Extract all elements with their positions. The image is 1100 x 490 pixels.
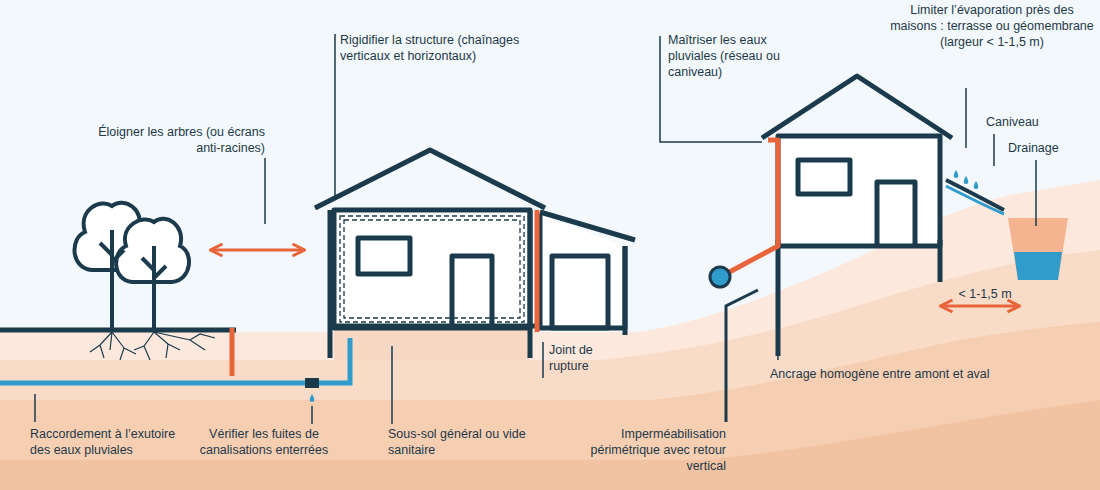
callout-label: Imperméabilisation périmétrique avec ret… [570,426,726,474]
callout-label: Ancrage homogène entre amont et aval [770,366,1060,382]
structural-ties [340,216,524,322]
gutter [946,186,1004,214]
ground-line [0,328,236,333]
callout-label: Caniveau [986,114,1066,130]
rainwater-pipe [0,338,350,383]
distance-arrow [212,249,303,252]
drain-outlet [710,267,730,287]
house-left [315,150,625,358]
callout-label: Raccordement à l’exutoire des eaux pluvi… [30,426,180,458]
drainage-water [1014,252,1062,280]
rain-drops [954,170,979,189]
ground-layer [0,400,1100,490]
house-right [762,76,952,356]
structural-ties [344,220,520,318]
expansion-joint [535,210,540,332]
ground-layer [0,322,1100,490]
callout-label: Éloigner les arbres (ou écrans anti-raci… [95,124,265,156]
width-arrow [942,305,1018,308]
callout-label: Vérifier les fuites de canalisations ent… [196,426,332,458]
leak-drop [310,394,315,402]
leader-lines [35,34,1036,424]
roots [90,332,215,360]
callout-label: Sous-sol général ou vide sanitaire [388,426,528,458]
crawl-space [334,330,530,360]
terrace [946,180,1004,210]
callout-label: Drainage [1008,140,1088,156]
callout-label: < 1-1,5 m [940,286,1030,302]
downpipe [722,140,778,276]
callout-label: Rigidifier la structure (chaînages verti… [340,32,530,64]
drainage-trench [1008,218,1068,280]
ground-layer [0,250,1100,490]
garage [540,212,635,335]
trees [75,203,190,330]
root-barrier [230,328,235,376]
callout-label: Joint de rupture [549,342,629,374]
callout-label: Maîtriser les eaux pluviales (réseau ou … [668,32,798,80]
pipe-joint [305,378,319,388]
callout-label: Limiter l’évaporation près des maisons :… [888,2,1096,50]
waterproofing [726,290,758,422]
